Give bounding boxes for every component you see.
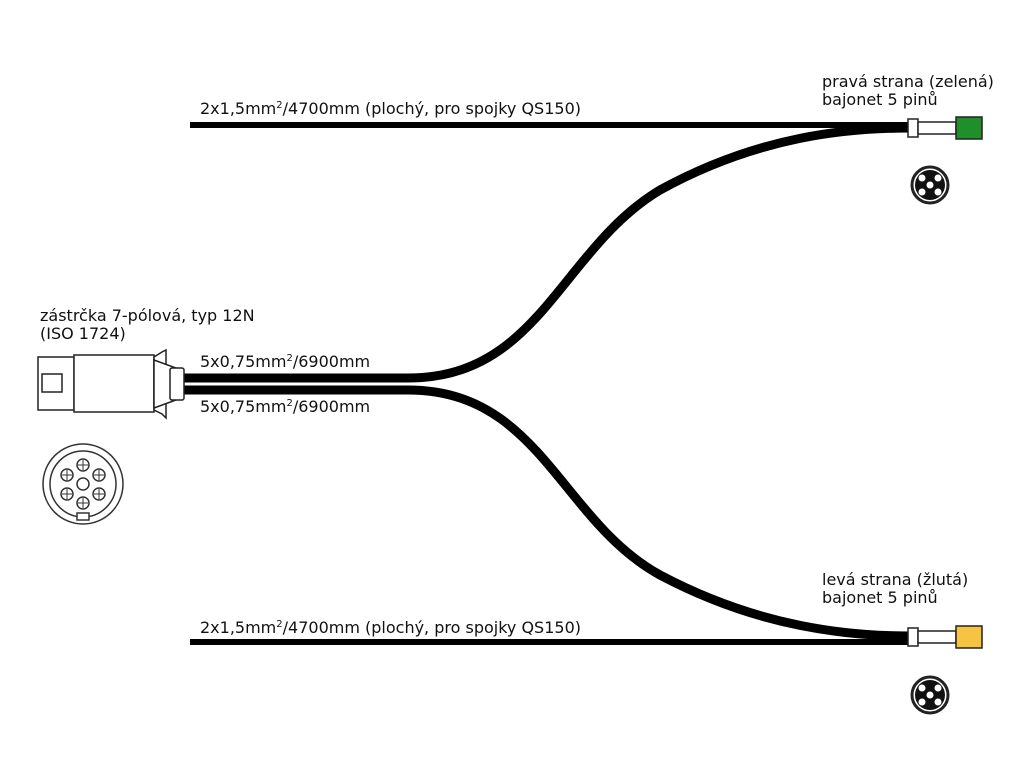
cable-upper-spec-rest: /6900mm (292, 352, 371, 371)
plug-title: zástrčka 7-pólová, typ 12N (40, 306, 255, 325)
cable-lower (180, 385, 911, 641)
connector-left-yellow (907, 625, 983, 649)
bayonet-face-right-icon (910, 165, 950, 205)
cable-lower-spec: 5x0,75mm (200, 397, 287, 416)
cable-upper-spec: 5x0,75mm (200, 352, 287, 371)
left-side-subtitle: bajonet 5 pinů (822, 588, 938, 607)
plug-7-pin (37, 348, 185, 420)
left-side-title: levá strana (žlutá) (822, 570, 969, 589)
flat-cable-top-label: 2x1,5mm2/4700mm (plochý, pro spojky QS15… (200, 100, 581, 118)
flat-top-spec: 2x1,5mm (200, 99, 277, 118)
plug-label: zástrčka 7-pólová, typ 12N (ISO 1724) (40, 307, 255, 343)
connector-right-green (907, 116, 983, 140)
right-side-label: pravá strana (zelená) bajonet 5 pinů (822, 73, 994, 109)
plug-face-icon (42, 443, 124, 525)
cable-lower-spec-rest: /6900mm (292, 397, 371, 416)
flat-bottom-sup: 2 (276, 619, 283, 630)
right-side-subtitle: bajonet 5 pinů (822, 90, 938, 109)
cable-upper-sup: 2 (286, 353, 293, 364)
flat-bottom-spec: 2x1,5mm (200, 618, 277, 637)
flat-top-sup: 2 (276, 100, 283, 111)
flat-bottom-spec-rest: /4700mm (plochý, pro spojky QS150) (282, 618, 581, 637)
cable-lower-label: 5x0,75mm2/6900mm (200, 398, 370, 416)
bayonet-face-left-icon (910, 675, 950, 715)
flat-top-spec-rest: /4700mm (plochý, pro spojky QS150) (282, 99, 581, 118)
left-side-label: levá strana (žlutá) bajonet 5 pinů (822, 571, 968, 607)
plug-standard: (ISO 1724) (40, 324, 126, 343)
cable-lower-sup: 2 (286, 398, 293, 409)
right-side-title: pravá strana (zelená) (822, 72, 994, 91)
cable-upper-label: 5x0,75mm2/6900mm (200, 353, 370, 371)
cable-upper (180, 123, 911, 383)
flat-cable-bottom-label: 2x1,5mm2/4700mm (plochý, pro spojky QS15… (200, 619, 581, 637)
